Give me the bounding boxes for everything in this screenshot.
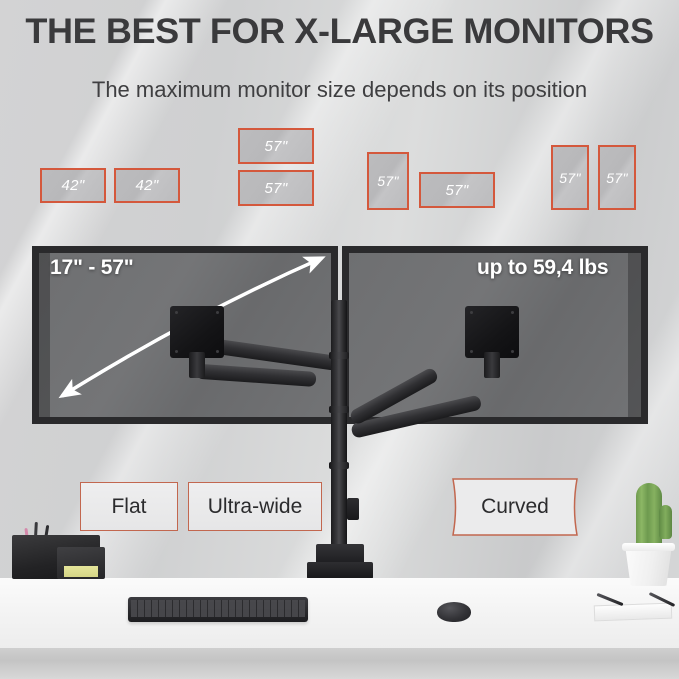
plant-pot [625, 545, 672, 586]
keyboard [128, 597, 308, 622]
desk-surface [0, 578, 679, 648]
plant-pot-rim [622, 543, 675, 551]
desk-clamp-base-upper [316, 544, 364, 564]
keyboard-keys [131, 600, 305, 617]
size-badge-label: 42" [61, 177, 85, 194]
clamp-knob [347, 498, 359, 520]
size-badge-42-left: 42" [40, 168, 106, 203]
size-badge-label: 57" [264, 137, 288, 155]
vesa-neck-left [189, 352, 205, 378]
pole-ring-lower [329, 462, 349, 469]
curved-label-shape [452, 478, 578, 536]
size-badge-57-portrait-right-a: 57" [551, 145, 589, 210]
feature-label-text: Curved [481, 495, 549, 518]
size-badge-57-landscape-mid: 57" [419, 172, 495, 208]
feature-label-ultra-wide: Ultra-wide [188, 482, 322, 531]
size-badge-label: 57" [377, 173, 399, 189]
page-title: THE BEST FOR X-LARGE MONITORS [25, 12, 654, 51]
cactus-arm [659, 505, 672, 539]
vesa-plate-left [170, 306, 224, 358]
size-badge-57-portrait-mid: 57" [367, 152, 409, 210]
monitor-pole [331, 300, 347, 562]
monitor-left-size-label: 17" - 57" [50, 256, 134, 279]
pole-ring-upper [329, 352, 349, 359]
desk-clamp-base-lower [307, 562, 373, 579]
vesa-neck-right [484, 352, 500, 378]
size-badge-42-right: 42" [114, 168, 180, 203]
size-badge-57-top: 57" [238, 128, 314, 164]
pole-ring-mid [329, 406, 349, 413]
feature-label-curved: Curved [452, 478, 578, 536]
feature-label-text: Flat [111, 494, 147, 518]
size-badge-label: 57" [264, 179, 288, 197]
page-subtitle: The maximum monitor size depends on its … [91, 77, 588, 102]
size-badge-label: 42" [135, 177, 159, 194]
monitor-right-weight-label: up to 59,4 lbs [477, 256, 609, 279]
size-badge-label: 57" [559, 169, 581, 186]
size-badge-label: 57" [445, 181, 469, 199]
desk-edge [0, 648, 679, 679]
mouse [437, 602, 471, 622]
notebook [593, 602, 673, 622]
vesa-plate-right [465, 306, 519, 358]
size-badge-label: 57" [606, 169, 628, 186]
sticky-notes [64, 566, 98, 577]
size-badge-57-portrait-right-b: 57" [598, 145, 636, 210]
cactus-plant [636, 483, 662, 549]
feature-label-text: Ultra-wide [207, 494, 303, 518]
feature-label-flat: Flat [80, 482, 178, 531]
size-badge-57-bottom: 57" [238, 170, 314, 206]
